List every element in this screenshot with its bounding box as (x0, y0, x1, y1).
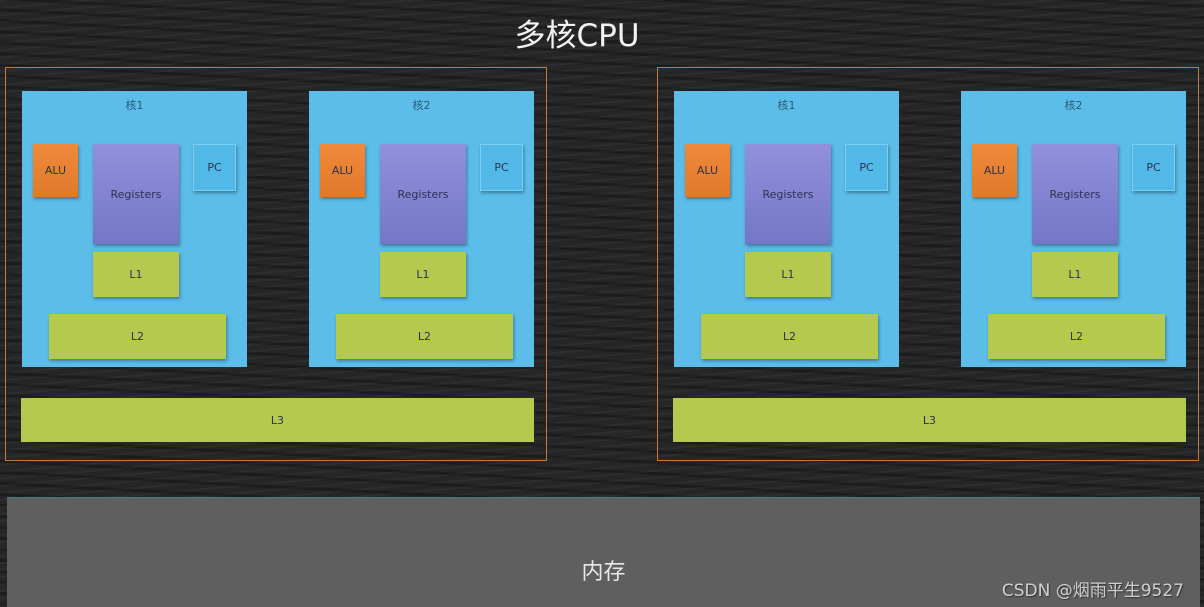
l2-cache: L2 (701, 314, 878, 359)
core-title: 核1 (125, 99, 144, 112)
l1-cache: L1 (1032, 252, 1118, 297)
registers-block: Registers (380, 144, 466, 244)
l2-cache: L2 (49, 314, 226, 359)
pc-block: PC (1132, 144, 1175, 191)
l3-cache: L3 (673, 398, 1186, 442)
l1-cache: L1 (745, 252, 831, 297)
l3-cache: L3 (21, 398, 534, 442)
alu-block: ALU (33, 144, 78, 197)
diagram-title: 多核CPU (514, 18, 640, 54)
memory-label: 内存 (581, 560, 626, 585)
registers-block: Registers (745, 144, 831, 244)
registers-block: Registers (93, 144, 179, 244)
memory-block: 内存 CSDN @烟雨平生9527 (7, 497, 1200, 607)
pc-block: PC (480, 144, 523, 191)
l2-cache: L2 (336, 314, 513, 359)
alu-block: ALU (320, 144, 365, 197)
alu-block: ALU (685, 144, 730, 197)
alu-block: ALU (972, 144, 1017, 197)
core-title: 核1 (777, 99, 796, 112)
watermark: CSDN @烟雨平生9527 (1001, 581, 1184, 601)
core-title: 核2 (1064, 99, 1083, 112)
registers-block: Registers (1032, 144, 1118, 244)
core-title: 核2 (412, 99, 431, 112)
l1-cache: L1 (380, 252, 466, 297)
l2-cache: L2 (988, 314, 1165, 359)
pc-block: PC (845, 144, 888, 191)
pc-block: PC (193, 144, 236, 191)
l1-cache: L1 (93, 252, 179, 297)
